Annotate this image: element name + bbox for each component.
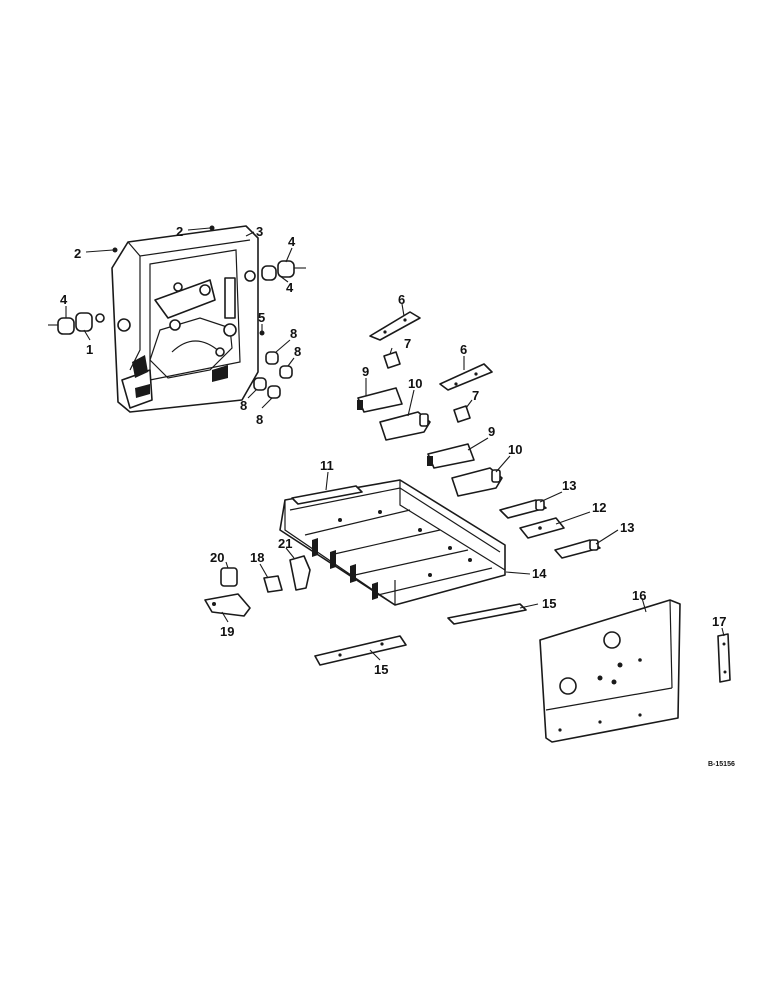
callout-2-a: 2: [176, 224, 183, 239]
callout-6-a: 6: [398, 292, 405, 307]
pin-part-2-a: [209, 225, 215, 231]
lever-part-6-b: [439, 363, 493, 391]
pin-part-2-b: [112, 247, 118, 253]
callout-8-b: 8: [294, 344, 301, 359]
panel-part-16: [539, 599, 681, 743]
callout-8-c: 8: [240, 398, 247, 413]
callout-8-a: 8: [290, 326, 297, 341]
strip-part-15-a: [447, 603, 527, 625]
callout-18: 18: [250, 550, 264, 565]
clip-part-18: [263, 575, 283, 593]
callout-17: 17: [712, 614, 726, 629]
bracket-part-21: [289, 555, 311, 591]
bushing-part-8: [253, 351, 293, 399]
pin-part-5: [259, 330, 265, 336]
lever-part-6-a: [369, 311, 421, 341]
clip-part-7-a: [383, 351, 401, 369]
callout-13-a: 13: [562, 478, 576, 493]
callout-1: 1: [86, 342, 93, 357]
bracket-part-17: [717, 633, 731, 683]
bushing-part-1: [48, 312, 93, 335]
callout-10-b: 10: [508, 442, 522, 457]
callout-13-b: 13: [620, 520, 634, 535]
callout-7-a: 7: [404, 336, 411, 351]
callout-6-b: 6: [460, 342, 467, 357]
callout-11: 11: [320, 458, 334, 473]
callout-2-b: 2: [74, 246, 81, 261]
lever-part-9-a: [357, 387, 403, 413]
callout-7-b: 7: [472, 388, 479, 403]
strip-part-11: [291, 485, 363, 505]
callout-4-c: 4: [60, 292, 68, 307]
strip-part-15-b: [314, 635, 407, 666]
tray-part-14: [279, 479, 506, 606]
housing-part-3: [95, 225, 259, 413]
callout-19: 19: [220, 624, 234, 639]
callouts: 1 2 2 3 4 4 4 5 6 6 7 7 8 8 8 8 9 9 10 1…: [60, 224, 735, 768]
lever-part-10-a: [379, 411, 431, 441]
callout-4-a: 4: [288, 234, 296, 249]
callout-9-b: 9: [488, 424, 495, 439]
bracket-part-12: [519, 517, 565, 539]
bracket-part-13-a: [499, 499, 547, 519]
drawing-reference: B-15156: [708, 761, 735, 768]
callout-16: 16: [632, 588, 646, 603]
callout-10-a: 10: [408, 376, 422, 391]
lever-part-19: [204, 593, 251, 617]
callout-15-b: 15: [374, 662, 388, 677]
callout-14: 14: [532, 566, 547, 581]
leader-lines: [65, 227, 725, 661]
callout-21: 21: [278, 536, 292, 551]
callout-15-a: 15: [542, 596, 556, 611]
callout-3: 3: [256, 224, 263, 239]
bracket-part-13-b: [554, 539, 601, 559]
callout-20: 20: [210, 550, 224, 565]
callout-8-d: 8: [256, 412, 263, 427]
bushing-part-4-right: [261, 260, 306, 281]
lever-part-9-b: [427, 443, 475, 469]
clip-part-7-b: [453, 405, 471, 423]
spring-part-20: [220, 567, 238, 587]
callout-5: 5: [258, 310, 265, 325]
callout-12: 12: [592, 500, 606, 515]
callout-4-b: 4: [286, 280, 294, 295]
lever-part-10-b: [451, 467, 503, 497]
callout-9-a: 9: [362, 364, 369, 379]
